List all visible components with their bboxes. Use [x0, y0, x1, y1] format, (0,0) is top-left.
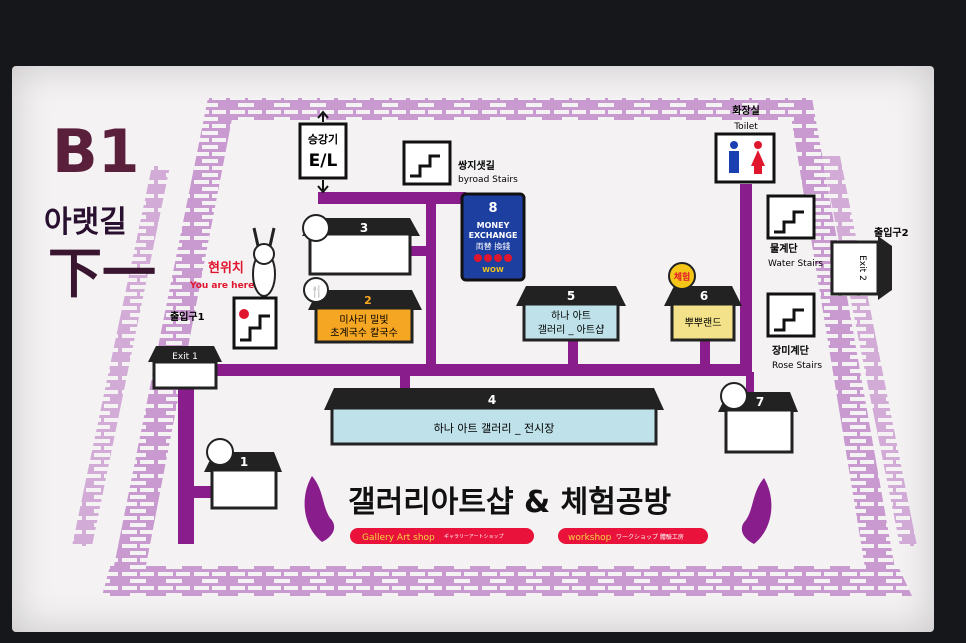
- shop-number: 3: [360, 221, 368, 235]
- exit2-en: Exit 2: [857, 255, 867, 281]
- woman-icon: [751, 141, 765, 174]
- toilet-sign: [714, 132, 776, 184]
- you-are-here-en: You are here: [189, 281, 254, 291]
- experience-badge-text: 체험: [674, 271, 691, 283]
- shop-5-name-1: 하나 아트: [551, 309, 591, 322]
- byroad-stairs-ko: 쌍지샛길: [458, 159, 495, 172]
- shop-7[interactable]: 7: [718, 382, 798, 454]
- exit1-en: Exit 1: [172, 352, 198, 362]
- currency-coins-icon: [474, 254, 512, 262]
- shop-number: 5: [567, 289, 575, 303]
- exit1-ko: 출입구1: [170, 310, 205, 323]
- shop-number: 7: [756, 395, 764, 409]
- exit2-gate-icon: [830, 236, 892, 300]
- shop-1[interactable]: 1: [204, 438, 282, 510]
- shop-number: 6: [700, 289, 708, 303]
- you-are-here-ko: 현위치: [208, 260, 244, 276]
- gallery-tag-jp: ギャラリーアートショップ: [444, 534, 504, 540]
- experience-badge: [668, 262, 696, 290]
- rabbit-mascot-icon: [252, 227, 276, 297]
- byroad-stairs-icon: [402, 140, 452, 186]
- rose-stairs-ko: 장미계단: [772, 344, 810, 357]
- rose-stairs-en: Rose Stairs: [772, 361, 822, 371]
- toilet-en: Toilet: [733, 122, 758, 132]
- utensils-icon: 🍴: [310, 285, 324, 298]
- arrow-down-icon: [317, 180, 329, 194]
- workshop-tag-en: workshop: [568, 533, 612, 543]
- money-line1: MONEY: [477, 221, 510, 230]
- shop-6-name: 뿌뿌랜드: [685, 317, 722, 329]
- rose-stairs-icon: [766, 292, 816, 338]
- elevator-code: E/L: [309, 151, 338, 171]
- floor-name: 아랫길: [44, 205, 127, 240]
- shop-2[interactable]: 🍴 2 미사리 밀빛 초계국수 칼국수: [303, 277, 422, 344]
- current-position-stairs-icon: [232, 296, 278, 350]
- elevator-ko: 승강기: [308, 132, 338, 146]
- workshop-tag-jp: ワークショップ 體驗工房: [616, 533, 684, 541]
- money-line3: 両替 換錢: [476, 241, 511, 251]
- shop-5-name-2: 갤러리 _ 아트샵: [538, 324, 605, 336]
- elevator-sign: 승강기 E/L: [298, 110, 348, 194]
- shop-number: 1: [240, 455, 248, 469]
- workshop-tag: workshop ワークショップ 體驗工房: [558, 528, 708, 544]
- shop-4-name: 하나 아트 갤러리 _ 전시장: [434, 421, 555, 435]
- shop-2-name-1: 미사리 밀빛: [339, 314, 388, 326]
- floor-map-board: B1 아랫길 下一 현위치 You are here 승강기 E/L 쌍지샛길 …: [12, 66, 934, 632]
- gallery-tag: Gallery Art shop ギャラリーアートショップ: [350, 528, 534, 544]
- exit2-ko: 출입구2: [874, 226, 909, 239]
- shop-4[interactable]: 4 하나 아트 갤러리 _ 전시장: [324, 388, 664, 446]
- shop-2-name-2: 초계국수 칼국수: [330, 326, 398, 339]
- shop-6[interactable]: 체험 6 뿌뿌랜드: [664, 262, 742, 342]
- arrow-up-icon: [317, 110, 329, 122]
- shop-number: 8: [488, 201, 497, 216]
- left-hand-icon: [304, 476, 335, 542]
- water-stairs-ko: 물계단: [770, 242, 798, 255]
- banner-title: 갤러리아트샵 & 체험공방: [348, 485, 671, 520]
- gallery-tag-en: Gallery Art shop: [362, 533, 435, 543]
- water-stairs-icon: [766, 194, 816, 240]
- shop-3[interactable]: 3: [302, 214, 420, 276]
- shop-number: 4: [488, 393, 496, 407]
- floor-hanja: 下一: [48, 242, 156, 305]
- floor-map: B1 아랫길 下一 현위치 You are here 승강기 E/L 쌍지샛길 …: [44, 98, 917, 596]
- money-line4: WOW: [482, 266, 504, 274]
- water-stairs-en: Water Stairs: [768, 259, 823, 269]
- money-line2: EXCHANGE: [469, 231, 518, 240]
- shop-8-money-exchange[interactable]: 8 MONEY EXCHANGE 両替 換錢 WOW: [460, 192, 526, 282]
- right-hand-icon: [741, 478, 772, 544]
- exit1-gate-icon: [148, 346, 222, 390]
- byroad-stairs-en: byroad Stairs: [458, 175, 518, 185]
- floor-code: B1: [52, 117, 139, 187]
- shop-number: 2: [364, 294, 372, 307]
- man-icon: [729, 141, 739, 173]
- toilet-ko: 화장실: [732, 104, 760, 117]
- shop-5[interactable]: 5 하나 아트 갤러리 _ 아트샵: [516, 286, 626, 342]
